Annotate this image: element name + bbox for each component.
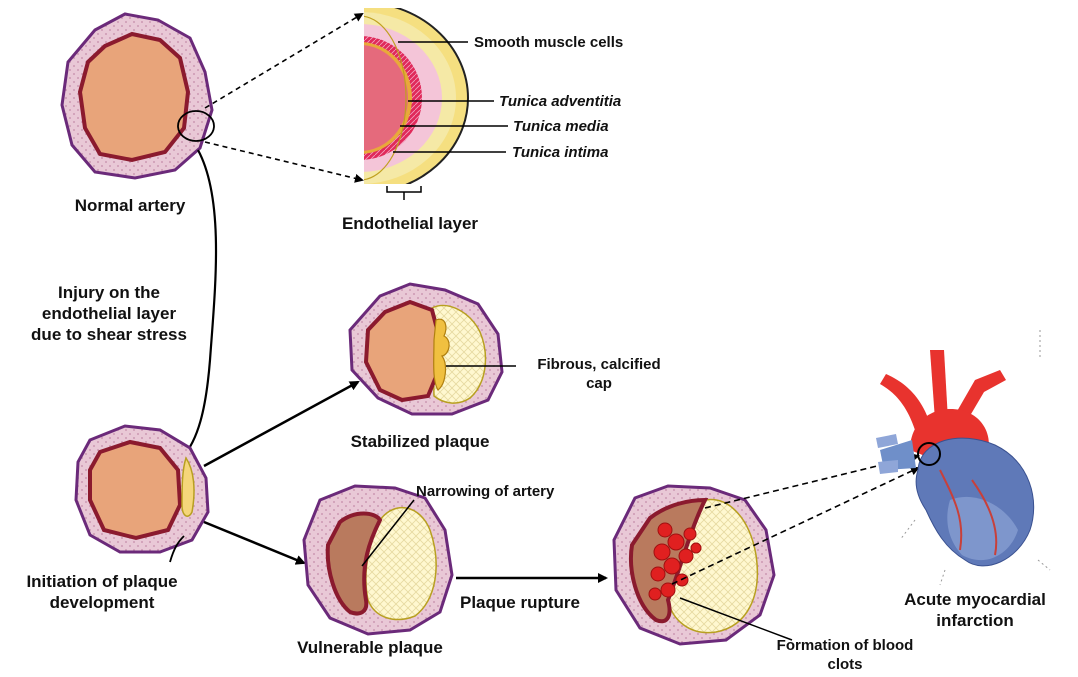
label-clots: Formation of blood clots — [750, 636, 940, 674]
label-initiation: Initiation of plaque development — [4, 571, 200, 613]
stabilized-artery — [350, 284, 502, 414]
label-fibrous-line2: cap — [514, 374, 684, 393]
label-clots-line1: Formation of blood — [750, 636, 940, 655]
label-initiation-line1: Initiation of plaque — [4, 571, 200, 592]
label-ami-line1: Acute myocardial — [880, 589, 1070, 610]
zoom-line-bottom — [205, 142, 362, 180]
label-vulnerable: Vulnerable plaque — [280, 637, 460, 658]
label-initiation-line2: development — [4, 592, 200, 613]
label-injury-line3: due to shear stress — [6, 324, 212, 345]
normal-artery — [62, 14, 214, 178]
label-injury-line1: Injury on the — [6, 282, 212, 303]
normal-artery-lumen — [80, 34, 188, 160]
label-intima: Tunica intima — [512, 143, 608, 162]
vulnerable-artery — [304, 486, 452, 634]
label-stabilized: Stabilized plaque — [330, 431, 510, 452]
wall-cross-section — [252, 2, 468, 194]
arrow-to-stabilized — [204, 382, 358, 466]
initiation-artery — [76, 426, 208, 552]
label-fibrous-line1: Fibrous, calcified — [514, 355, 684, 374]
label-injury-line2: endothelial layer — [6, 303, 212, 324]
ruptured-artery — [614, 486, 774, 644]
endothelial-bracket — [387, 186, 421, 200]
label-media: Tunica media — [513, 117, 609, 136]
label-narrowing: Narrowing of artery — [416, 482, 554, 501]
arrow-to-vulnerable — [204, 522, 304, 563]
label-endothelial-layer: Endothelial layer — [320, 213, 500, 234]
heart-illustration — [876, 330, 1050, 585]
zoom-line-top — [205, 14, 362, 108]
label-fibrous: Fibrous, calcified cap — [514, 355, 684, 393]
label-smooth-muscle: Smooth muscle cells — [474, 33, 623, 52]
label-rupture: Plaque rupture — [460, 592, 580, 613]
label-ami-line2: infarction — [880, 610, 1070, 631]
label-injury: Injury on the endothelial layer due to s… — [6, 282, 212, 345]
label-normal-artery: Normal artery — [50, 195, 210, 216]
label-adventitia: Tunica adventitia — [499, 92, 621, 111]
label-ami: Acute myocardial infarction — [880, 589, 1070, 631]
label-clots-line2: clots — [750, 655, 940, 674]
